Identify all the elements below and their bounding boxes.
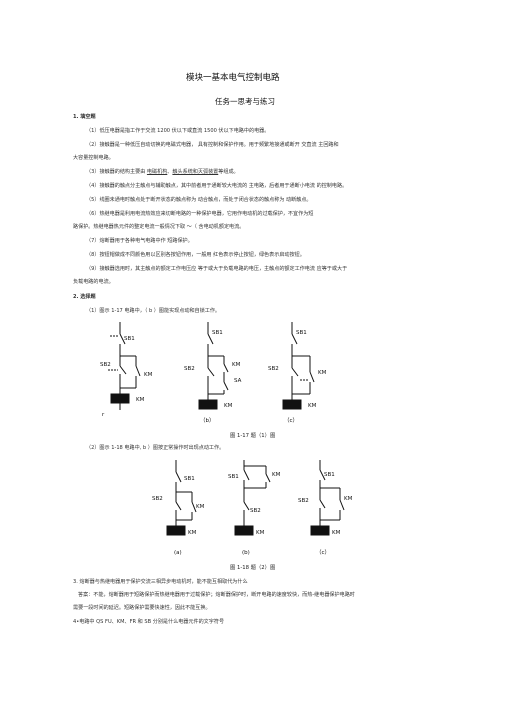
km-coil-label: KM xyxy=(332,530,341,536)
sb1-label: SB1 xyxy=(296,330,307,336)
fill-item-9: （9）接触器选用时，其主触点的额定工作电压应 等于或大于负载电路的电压，主触点的… xyxy=(86,266,348,272)
section-heading-choice: 2. 选择题 xyxy=(73,294,96,300)
sb2-label: SB2 xyxy=(268,366,279,372)
section-subtitle: 任务一思考与练习 xyxy=(215,97,275,106)
figure-1-18: SB1 SB2 KM KM (a) SB1 KM SB2 KM (b) xyxy=(152,460,353,556)
fill-number: （6） xyxy=(86,211,100,217)
fill-item-6-cont: 路保护。热继电器热元件的整定电流一般情况下取 ～（ 含电动机额定电流。 xyxy=(73,224,245,230)
fill-item-3: （3）接触器的结构主要由 电磁机构、触头系统和灭弧装置等组成。 xyxy=(86,169,239,175)
fill-item-6: （6）热继电器是利用电流热效应来切断电路的一种保护电器，它用作电动机的过载保护，… xyxy=(86,211,314,217)
sb2-label: SB2 xyxy=(100,362,111,368)
km-coil-label: KM xyxy=(188,530,197,536)
fill-number: （4） xyxy=(86,183,100,189)
sb2-label: SB2 xyxy=(298,498,309,504)
circuit-b: SB1 SB2 KM SA KM （b） xyxy=(184,322,242,424)
km-label: KM xyxy=(232,362,241,368)
sb2-label: SB2 xyxy=(152,496,163,502)
subcaption-b: （b） xyxy=(200,417,215,424)
sa-label: SA xyxy=(234,378,242,384)
fill-number: （3） xyxy=(86,169,100,175)
fill-item-7: （7）熔断器用于各种电气电路中作 短路保护。 xyxy=(86,238,193,244)
question-4: 4•电路中 QS FU、KM、FR 和 SB 分别是什么电器元件的文字符号 xyxy=(73,619,225,625)
fill-text: 热继电器是利用电流热效应来切断电路的一种保护电器，它用作电动机的过载保护，不宜作… xyxy=(99,211,314,217)
circuit-a: SB1 SB2 KM KM r xyxy=(100,322,153,418)
fill-number: （2） xyxy=(86,142,100,148)
fill-text: 接触器选用时，其主触点的额定工作电压应 等于或大于负载电路的电压，主触点的额定工… xyxy=(99,266,348,272)
km-label: KM xyxy=(196,504,205,510)
page-title: 模块一基本电气控制电路 xyxy=(186,73,280,83)
fill-number: （1） xyxy=(86,128,100,134)
fill-item-1: （1）低压电器是指工作于交流 1200 伏以下或直流 1500 伏以下电路中的电… xyxy=(86,128,270,134)
fill-answer: 电磁机构 xyxy=(146,169,168,175)
sb2-label: SB2 xyxy=(250,508,261,514)
sb1-label: SB1 xyxy=(212,330,223,336)
km-label: KM xyxy=(272,472,281,478)
km-coil-label: KM xyxy=(256,530,265,536)
sb2-label: SB2 xyxy=(184,366,195,372)
fill-text: 等组成。 xyxy=(218,169,239,175)
figure-1-17-caption: 图 1-17 题（1）图 xyxy=(230,433,276,439)
km-coil-label: KM xyxy=(224,403,233,409)
choice-question-2: （2）图示 1-18 电路中, b ）图按正常操作时出现点动工作。 xyxy=(86,445,225,451)
circuit-a: SB1 SB2 KM KM (a) xyxy=(152,460,205,556)
question-3-answer-line-2: 需要一段时间的延迟。短路保护需要快速性，因此不能互换。 xyxy=(73,605,211,611)
circuit-b: SB1 KM SB2 KM (b) xyxy=(228,460,281,556)
fill-number: （7） xyxy=(86,238,100,244)
subcaption-a: (a) xyxy=(174,550,182,556)
question-3: 3. 熔断器与热继电器用于保护交流三相异步电动机时，能不能互相取代为什么 xyxy=(73,579,248,585)
fill-text: 接触器的触点分主触点与辅助触点，其中前者用于通断较大电流的 主电路，后者用于通断… xyxy=(99,183,348,189)
sb1-label: SB1 xyxy=(228,474,239,480)
fill-number: （5） xyxy=(86,197,100,203)
km-coil-label: KM xyxy=(136,397,145,403)
fill-item-2: （2）接触器是一种低压自动切换的电磁式电器， 具有控制和保护作用。用于频繁地接通… xyxy=(86,142,339,148)
section-heading-fill: 1. 填空题 xyxy=(73,114,96,120)
fill-number: （8） xyxy=(86,252,100,258)
subcaption-c: （c） xyxy=(284,417,298,424)
fill-text: 接触器的结构主要由 xyxy=(99,169,147,175)
sb1-label: SB1 xyxy=(124,336,135,342)
km-label: KM xyxy=(144,372,153,378)
fill-item-2-cont: 大容量控制电路。 xyxy=(73,155,114,161)
left-mark: r xyxy=(102,412,105,418)
fill-item-9-cont: 负载电路的电流。 xyxy=(73,279,114,285)
km-label: KM xyxy=(318,370,327,376)
fill-number: （9） xyxy=(86,266,100,272)
km-label: KM xyxy=(344,496,353,502)
fill-text: 接触器是一种低压自动切换的电磁式电器， 具有控制和保护作用。用于频繁地接通或断开… xyxy=(99,142,339,148)
fill-answer: 触头系统和灭弧装置 xyxy=(172,169,219,175)
figure-1-18-caption: 图 1-18 题（2）图 xyxy=(230,565,276,571)
circuit-c: SB1 SB2 KM KM （c） xyxy=(298,460,353,556)
fill-item-8: （8）按钮帽做成不同颜色用以区别各按钮作用，一般用 红色表示停止按钮，绿色表示启… xyxy=(86,252,305,258)
circuit-c: SB1 SB2 KM KM （c） xyxy=(268,322,327,424)
fill-text: 线圈未通电时触点处于断开状态的触点称为 动合触点，而处于闭合状态的触点称为 动断… xyxy=(99,197,312,203)
fill-text: 低压电器是指工作于交流 1200 伏以下或直流 1500 伏以下电路中的电器。 xyxy=(99,128,270,134)
question-3-answer-line-1: 答案：不能，熔断器用于短路保护而热继电器用于过载保护；熔断器保护时，断开电路的速… xyxy=(78,592,355,598)
fill-item-5: （5）线圈未通电时触点处于断开状态的触点称为 动合触点，而处于闭合状态的触点称为… xyxy=(86,197,312,203)
sb1-label: SB1 xyxy=(184,476,195,482)
choice-question-1: （1）图示 1-17 电路中，（ b ）图能实现点动和自锁工作。 xyxy=(86,308,221,314)
km-coil-label: KM xyxy=(308,403,317,409)
sb1-label: SB1 xyxy=(324,472,335,478)
fill-text: 熔断器用于各种电气电路中作 短路保护。 xyxy=(99,238,193,244)
figure-1-17: SB1 SB2 KM KM r SB1 SB2 KM SA xyxy=(100,322,327,424)
fill-item-4: （4）接触器的触点分主触点与辅助触点，其中前者用于通断较大电流的 主电路，后者用… xyxy=(86,183,348,189)
fill-text: 、 xyxy=(167,169,173,175)
subcaption-b: (b) xyxy=(242,550,250,556)
fill-text: 按钮帽做成不同颜色用以区别各按钮作用，一般用 红色表示停止按钮，绿色表示启动按钮… xyxy=(99,252,305,258)
subcaption-c: （c） xyxy=(316,549,330,556)
